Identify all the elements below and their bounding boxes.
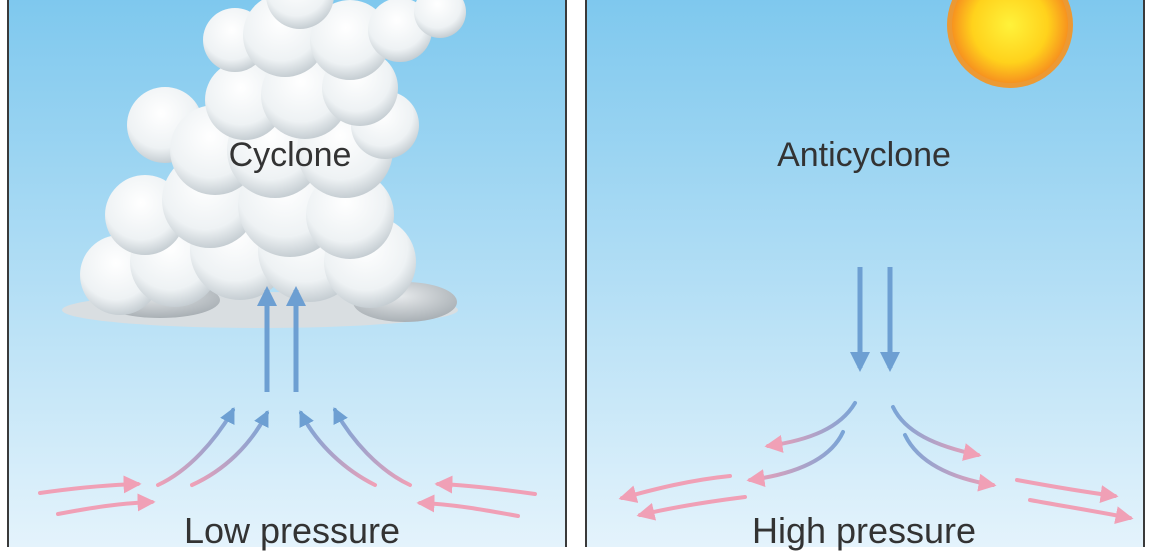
inflow-arrow-right-top <box>434 475 537 496</box>
diverging-curve-right-upper <box>891 405 982 461</box>
cumulus-cloud-icon <box>62 0 466 328</box>
diverging-curve-left-upper <box>764 401 857 453</box>
diverging-curve-right-lower <box>903 433 997 492</box>
cyclone-converging-winds <box>38 407 537 518</box>
low-pressure-label: Low pressure <box>183 510 401 551</box>
anticyclone-sinking-air-arrows <box>850 267 900 372</box>
outflow-arrow-right-bottom <box>1028 498 1134 525</box>
high-pressure-label: High pressure <box>751 510 977 551</box>
outflow-arrow-right-top <box>1015 478 1119 504</box>
outflow-arrow-left-bottom <box>636 495 747 521</box>
anticyclone-panel-sky <box>585 0 1145 547</box>
sun-icon <box>947 0 1073 88</box>
diverging-curve-left-lower <box>746 430 845 488</box>
inflow-arrow-left-bottom <box>56 493 156 516</box>
cyclone-rising-air-arrows <box>257 286 306 392</box>
anticyclone-diverging-winds <box>618 401 1134 525</box>
inflow-arrow-right-bottom <box>416 494 520 518</box>
cyclone-title: Cyclone <box>228 136 352 174</box>
inflow-arrow-left-top <box>38 475 142 495</box>
outflow-arrow-left-top <box>618 474 732 503</box>
anticyclone-title: Anticyclone <box>777 136 951 174</box>
